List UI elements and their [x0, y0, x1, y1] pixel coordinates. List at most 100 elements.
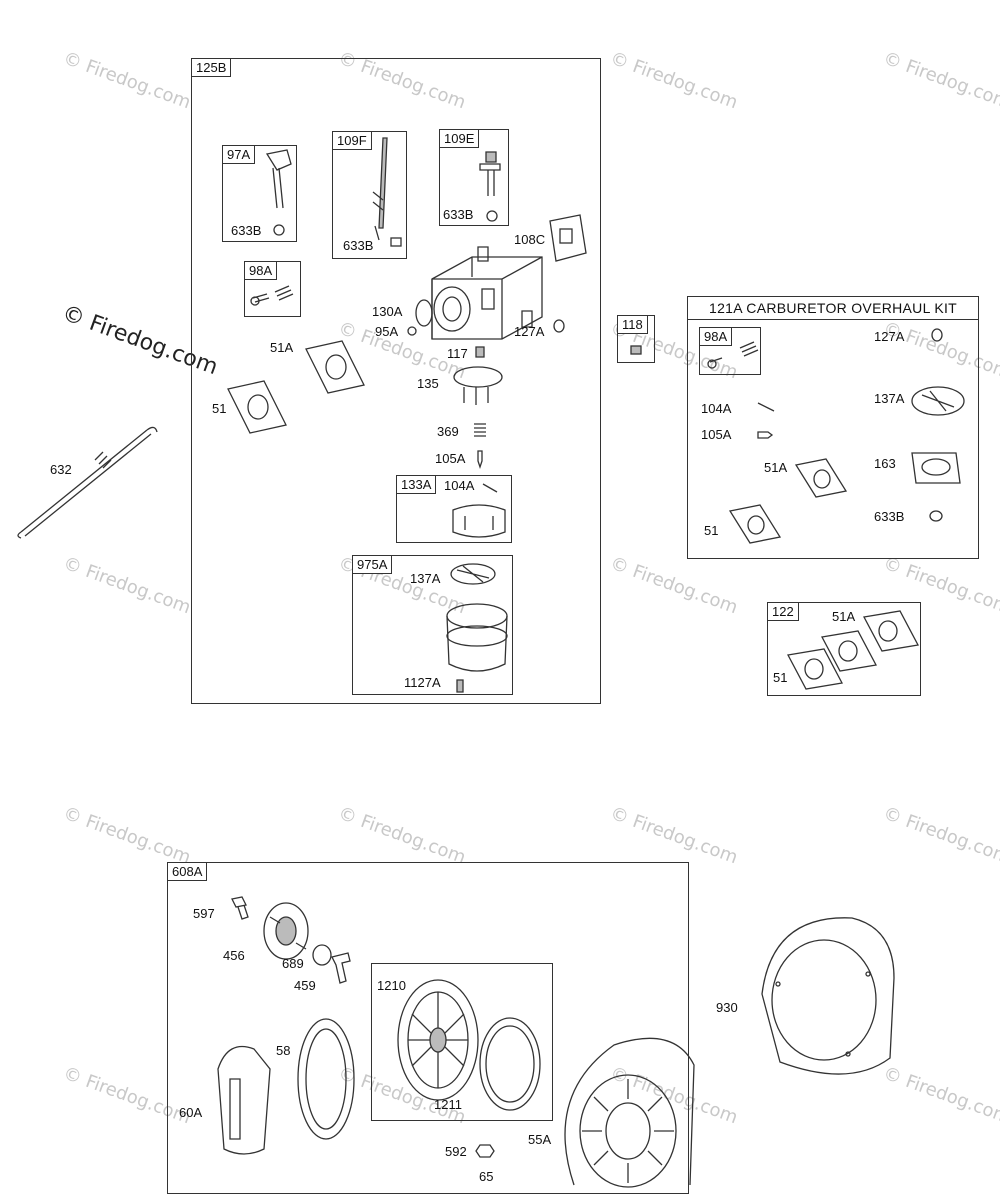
watermark: © Firedog.com: [607, 802, 741, 869]
part-label-108C: 108C: [514, 232, 546, 247]
part-label-369: 369: [437, 424, 459, 439]
part-label-633B: 633B: [343, 238, 374, 253]
idle-screw-illustration: [250, 285, 294, 306]
part-label-633B: 633B: [443, 207, 474, 222]
linkage-rod-illustration: [17, 426, 158, 539]
diagram-box-118: 118: [617, 315, 655, 363]
watermark: © Firedog.com: [60, 552, 194, 619]
part-label-632: 632: [50, 462, 72, 477]
screw-95A-illustration: [407, 326, 417, 336]
part-label-1211: 1211: [434, 1097, 462, 1112]
gasket-set-122-illustration: [787, 610, 919, 690]
bowl-kit-975A-illustration: [446, 563, 508, 693]
part-label-51A: 51A: [832, 609, 856, 624]
sub-box-97A: 97A 633B: [222, 145, 297, 242]
part-label-95A: 95A: [375, 324, 399, 339]
pulley-1210-illustration: [397, 979, 541, 1111]
watermark: © Firedog.com: [607, 47, 741, 114]
watermark: © Firedog.com: [335, 802, 469, 869]
kit-part-label-633B: 633B: [874, 509, 905, 524]
kit-part-label-51A: 51A: [764, 460, 788, 475]
sub-box-label-97A: 97A: [222, 145, 256, 164]
kit-box-121A: 121A CARBURETOR OVERHAUL KIT 98A 127A 13…: [687, 296, 979, 559]
part-label-633B: 633B: [231, 223, 262, 238]
part-label-117: 117: [447, 346, 468, 361]
kit-seal-633B-illustration: [929, 510, 943, 522]
watermark: © Firedog.com: [880, 802, 1000, 869]
throttle-lever-illustration: [479, 151, 501, 222]
part-label-1210: 1210: [377, 978, 406, 993]
sub-box-98A: 98A: [244, 261, 301, 317]
spring-58-illustration: [297, 1018, 355, 1140]
pawl-459-illustration: [331, 952, 351, 984]
jet-117-illustration: [475, 346, 485, 358]
gasket-51A-illustration: [305, 340, 365, 394]
sub-box-975A: 975A 137A 1127A: [352, 555, 513, 695]
kit-sub-box-label-98A: 98A: [699, 327, 733, 346]
kit-pin-illustration: [757, 402, 775, 412]
part-label-592: 592: [445, 1144, 467, 1159]
kit-idle-screw-illustration: [707, 341, 759, 369]
sub-box-pulley: 1210 1211: [371, 963, 553, 1121]
diagram-box-125B: 125B 97A 633B 109F 633B 109E 633B: [191, 58, 601, 704]
box-label-608A: 608A: [167, 862, 208, 881]
kit-gasket-163-illustration: [911, 452, 961, 484]
nut-592-illustration: [475, 1144, 495, 1158]
sub-box-label-133A: 133A: [396, 475, 437, 494]
float-133A-illustration: [452, 483, 506, 538]
housing-55A-illustration: [564, 1037, 695, 1188]
box-label-122: 122: [767, 602, 799, 621]
float-bowl-135-illustration: [453, 366, 503, 405]
sub-box-133A: 133A 104A: [396, 475, 512, 543]
part-label-130A: 130A: [372, 304, 403, 319]
gasket-108C-illustration: [549, 214, 587, 262]
part-label-930: 930: [716, 1000, 738, 1015]
part-label-1127A: 1127A: [404, 675, 441, 690]
part-label-127A: 127A: [514, 324, 545, 339]
kit-part-label-104A: 104A: [701, 401, 732, 416]
part-label-689: 689: [282, 956, 304, 971]
needle-105A-illustration: [477, 450, 483, 470]
bolt-597-illustration: [231, 896, 249, 920]
watermark: © Firedog.com: [880, 1062, 1000, 1129]
kit-needle-illustration: [757, 431, 774, 439]
watermark: © Firedog.com: [607, 552, 741, 619]
part-label-65: 65: [479, 1169, 494, 1184]
handle-60A-illustration: [217, 1045, 271, 1155]
part-label-51: 51: [212, 401, 227, 416]
kit-sub-box-98A: 98A: [699, 327, 761, 375]
kit-gasket-137A-illustration: [911, 386, 965, 416]
watermark: © Firedog.com: [60, 47, 194, 114]
jet-118-illustration: [630, 345, 642, 355]
kit-gasket-51-illustration: [728, 504, 782, 544]
kit-part-label-127A: 127A: [874, 329, 905, 344]
kit-title: 121A CARBURETOR OVERHAUL KIT: [688, 297, 978, 320]
sub-box-label-98A: 98A: [244, 261, 278, 280]
choke-lever-illustration: [265, 149, 292, 236]
part-label-104A: 104A: [444, 478, 475, 493]
throttle-plate-illustration: [415, 299, 433, 327]
diagram-box-608A: 608A 597 456 689 459 58 60A 1210: [167, 862, 695, 1194]
part-label-597: 597: [193, 906, 215, 921]
kit-gasket-51A-illustration: [794, 458, 848, 498]
pawl-plate-456-illustration: [263, 902, 309, 960]
part-label-137A: 137A: [410, 571, 441, 586]
part-label-51: 51: [773, 670, 788, 685]
diagram-box-122: 122 51A 51: [767, 602, 921, 696]
watermark: © Firedog.com: [880, 47, 1000, 114]
spring-369-illustration: [474, 423, 486, 437]
sub-box-label-109E: 109E: [439, 129, 480, 148]
gasket-51-illustration: [227, 380, 287, 434]
part-label-459: 459: [294, 978, 316, 993]
sub-box-label-975A: 975A: [352, 555, 393, 574]
part-label-55A: 55A: [528, 1132, 552, 1147]
part-label-60A: 60A: [179, 1105, 203, 1120]
sub-box-label-109F: 109F: [332, 131, 372, 150]
blower-shroud-930-illustration: [761, 917, 895, 1075]
kit-part-label-105A: 105A: [701, 427, 732, 442]
box-label-125B: 125B: [191, 58, 232, 77]
kit-o-ring-illustration: [931, 328, 943, 342]
o-ring-127A-illustration: [553, 319, 565, 333]
sub-box-109F: 109F 633B: [332, 131, 407, 259]
box-label-118: 118: [617, 315, 648, 334]
